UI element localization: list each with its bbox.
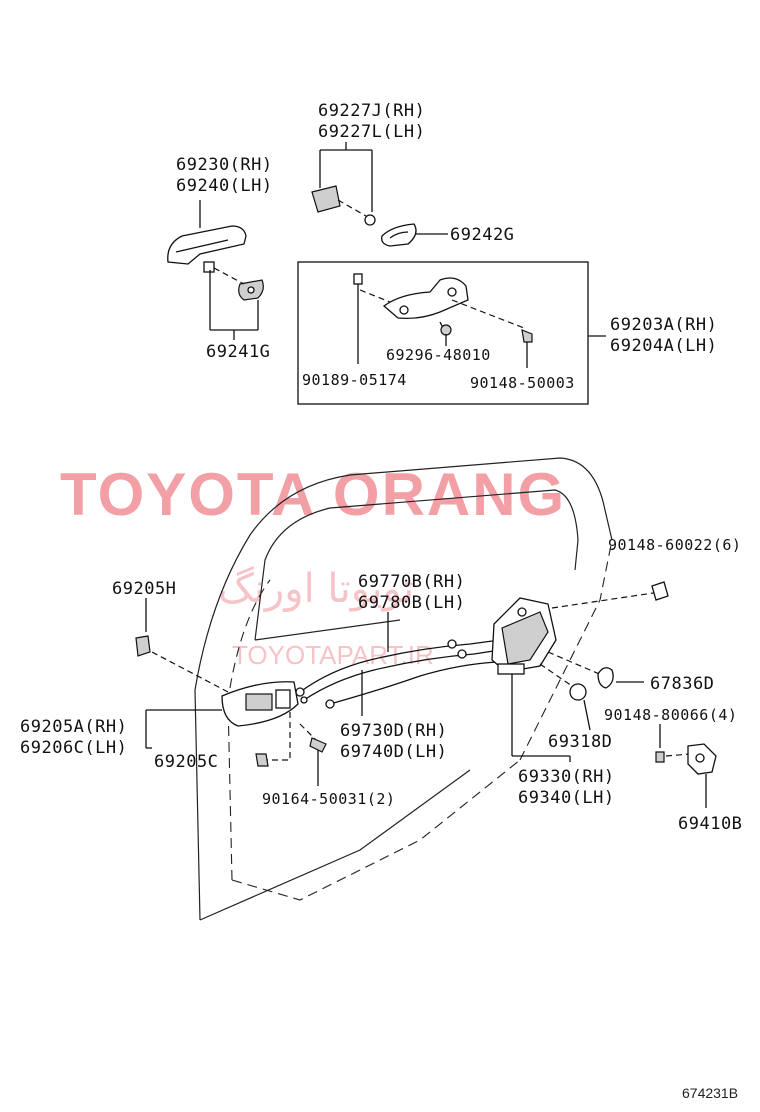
- label-69730d: 69730D(RH): [340, 721, 447, 741]
- label-69203a: 69203A(RH): [610, 315, 717, 335]
- door-outline: [194, 457, 613, 921]
- striker-group: [655, 724, 717, 808]
- label-69204a: 69204A(LH): [610, 336, 717, 356]
- label-69318d: 69318D: [548, 732, 612, 752]
- label-90164: 90164-50031(2): [262, 790, 395, 808]
- label-69227j: 69227J(RH): [318, 101, 425, 121]
- label-90148-80066: 90148-80066(4): [604, 706, 737, 724]
- label-67836d: 67836D: [650, 674, 714, 694]
- handle-cap-part: [311, 142, 448, 247]
- door-lock-group: [491, 581, 669, 762]
- label-69241g: 69241G: [206, 342, 270, 362]
- inside-handle-group: [135, 598, 327, 786]
- watermark-main: TOYOTA ORANG: [60, 461, 566, 528]
- label-69242g: 69242G: [450, 225, 514, 245]
- label-69206c: 69206C(LH): [20, 738, 127, 758]
- watermark-persian: تویوتا اورنگ: [218, 566, 414, 612]
- label-90148-50003: 90148-50003: [470, 374, 575, 392]
- label-69296: 69296-48010: [386, 346, 491, 364]
- label-69740d: 69740D(LH): [340, 742, 447, 762]
- label-69410b: 69410B: [678, 814, 742, 834]
- label-90189: 90189-05174: [302, 371, 407, 389]
- label-69230: 69230(RH): [176, 155, 273, 175]
- label-69205c: 69205C: [154, 752, 218, 772]
- cable-group: [295, 612, 501, 716]
- label-69340: 69340(LH): [518, 788, 615, 808]
- label-69240: 69240(LH): [176, 176, 273, 196]
- label-90148-60022: 90148-60022(6): [608, 536, 741, 554]
- outside-handle-part: [167, 200, 264, 340]
- frame-assembly-box: [297, 261, 606, 405]
- label-69770b: 69770B(RH): [358, 572, 465, 592]
- label-69227l: 69227L(LH): [318, 122, 425, 142]
- watermark-site: TOYOTAPART.IR: [232, 640, 434, 670]
- label-69205a: 69205A(RH): [20, 717, 127, 737]
- label-69205h: 69205H: [112, 579, 176, 599]
- label-69330: 69330(RH): [518, 767, 615, 787]
- figure-id: 674231B: [682, 1085, 738, 1101]
- label-69780b: 69780B(LH): [358, 593, 465, 613]
